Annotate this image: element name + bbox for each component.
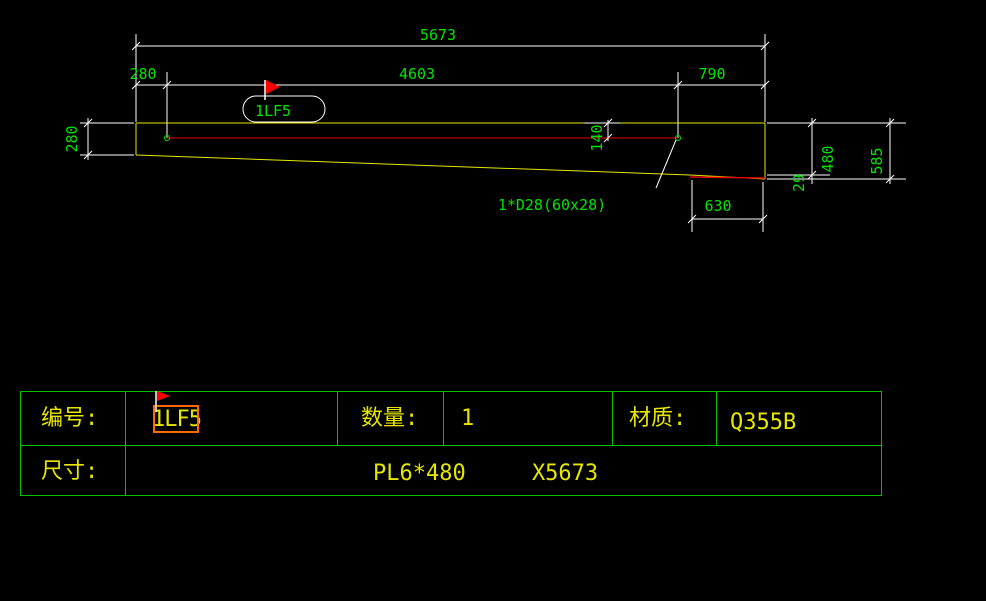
- hole-note-text: 1*D28(60x28): [498, 196, 606, 214]
- material-value[interactable]: Q355B: [730, 410, 797, 435]
- part-tag-frame: [242, 95, 326, 123]
- dimension-left-height: [80, 118, 134, 160]
- dim-right-480-text: 480: [819, 145, 837, 172]
- hole-left: [164, 135, 170, 141]
- part-tag-text: 1LF5: [255, 102, 291, 120]
- dimension-right: [767, 118, 906, 184]
- size-value[interactable]: PL6*480 X5673: [373, 461, 599, 486]
- id-value-cell[interactable]: 1LF5: [143, 391, 202, 438]
- dim-hole-offset-text: 140: [588, 124, 606, 151]
- material-label: 材质:: [629, 406, 687, 431]
- dimension-row-2: [131, 72, 770, 138]
- hole-leader: [655, 139, 677, 189]
- dim-right-small-text: 29: [790, 174, 808, 192]
- id-value: 1LF5: [152, 407, 202, 432]
- dimension-bottom: [687, 180, 768, 232]
- qty-value[interactable]: 1: [461, 406, 475, 431]
- dim-left-text: 280: [129, 65, 156, 83]
- hole-right: [675, 135, 681, 141]
- bottom-edge-mark: [689, 176, 766, 179]
- dim-right-585-text: 585: [868, 147, 886, 174]
- highlight-box: [153, 405, 199, 433]
- dimension-total: [131, 34, 770, 122]
- size-label: 尺寸:: [41, 459, 99, 484]
- plate-outline: [135, 122, 766, 180]
- dim-bottom-text: 630: [704, 197, 731, 215]
- dim-middle-text: 4603: [399, 65, 435, 83]
- dim-left-height-text: 280: [63, 125, 81, 152]
- dim-right-text: 790: [698, 65, 725, 83]
- part-info-table: 编号: 1LF5 数量: 1 材质: Q355B 尺寸: PL6*480 X56…: [20, 391, 882, 496]
- dimension-hole-offset: [584, 118, 620, 143]
- id-label: 编号:: [41, 406, 99, 431]
- dim-total-text: 5673: [420, 26, 456, 44]
- qty-label: 数量:: [361, 406, 419, 431]
- flag-icon: [155, 390, 170, 412]
- flag-icon: [264, 80, 280, 100]
